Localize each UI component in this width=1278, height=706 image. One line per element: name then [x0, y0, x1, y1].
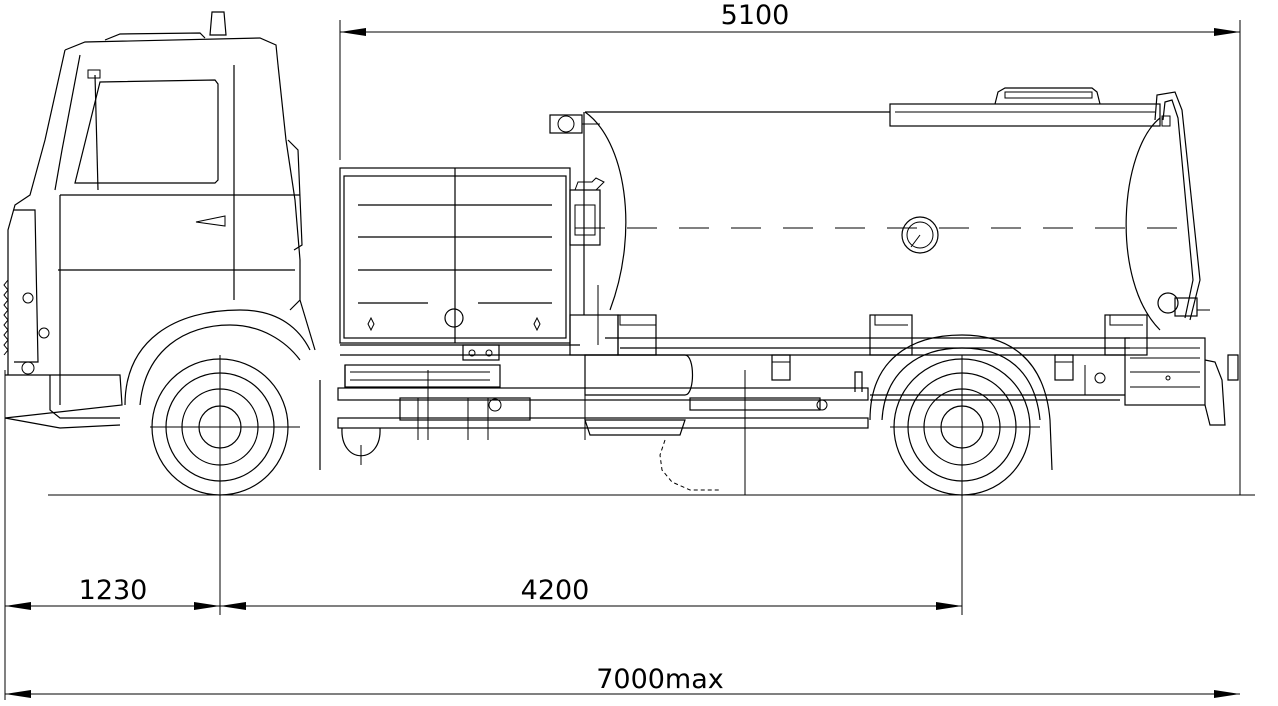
truck-cab: [3, 11, 316, 429]
rear-equipment: [771, 292, 1239, 426]
dimension-front-wheelbase: 1230 4200: [4, 360, 963, 700]
dim-label-7000max: 7000max: [596, 664, 724, 695]
dimension-tank-length: 5100: [339, 0, 1241, 495]
ground-and-centerlines: [48, 370, 1255, 496]
chassis-frame: [319, 344, 1125, 491]
dimension-overall-length: 7000max: [5, 664, 1240, 698]
equipment-cabinet: [339, 167, 571, 344]
dim-label-5100: 5100: [721, 0, 790, 31]
dim-label-4200: 4200: [521, 575, 590, 606]
tank-body: [549, 87, 1201, 356]
dim-label-1230: 1230: [79, 575, 148, 606]
front-wheel: [151, 355, 289, 500]
rear-wheel: [869, 334, 1053, 500]
